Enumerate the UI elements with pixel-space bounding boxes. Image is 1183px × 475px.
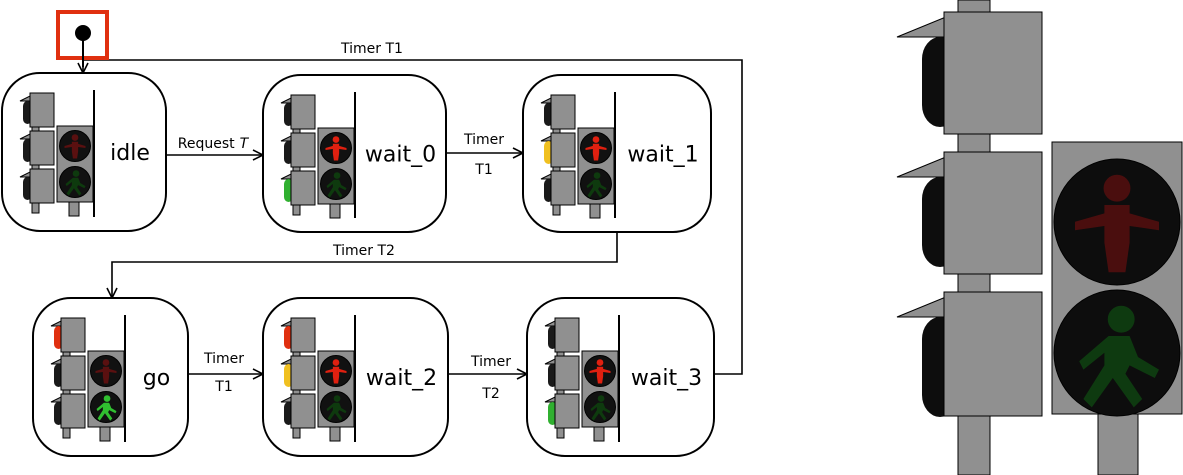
pedestrian-traffic-light-icon bbox=[581, 350, 619, 442]
big-traffic-light-illustration bbox=[896, 0, 1183, 475]
state-label: wait_1 bbox=[627, 143, 698, 168]
transition-label: Timer bbox=[463, 132, 504, 148]
car-traffic-light-icon bbox=[540, 94, 576, 216]
pedestrian-traffic-light-icon bbox=[1051, 141, 1183, 475]
state-label: go bbox=[143, 366, 170, 391]
state-wait-2: wait_2 bbox=[262, 297, 449, 457]
transition-arrow-wait1-go bbox=[112, 232, 618, 298]
transition-label: T1 bbox=[474, 162, 492, 178]
car-traffic-light-icon bbox=[896, 0, 1043, 475]
pedestrian-traffic-light-icon bbox=[87, 350, 125, 442]
pedestrian-traffic-light-icon bbox=[317, 350, 355, 442]
initial-state-marker bbox=[75, 25, 91, 41]
pedestrian-traffic-light-icon bbox=[56, 125, 94, 217]
car-traffic-light-icon bbox=[19, 92, 55, 214]
transition-label: T2 bbox=[481, 386, 499, 402]
state-go: go bbox=[32, 297, 189, 457]
car-traffic-light-icon bbox=[280, 94, 316, 216]
transition-label: Timer T2 bbox=[332, 243, 395, 259]
state-label: wait_3 bbox=[631, 366, 702, 391]
state-wait-1: wait_1 bbox=[522, 74, 712, 233]
state-idle: idle bbox=[1, 72, 167, 232]
transition-label: Timer T1 bbox=[340, 41, 403, 57]
transition-label: Timer bbox=[203, 351, 244, 367]
state-label: wait_2 bbox=[366, 366, 437, 391]
car-traffic-light-icon bbox=[544, 317, 580, 439]
state-label: idle bbox=[110, 141, 150, 166]
state-wait-0: wait_0 bbox=[262, 74, 447, 233]
state-label: wait_0 bbox=[365, 143, 436, 168]
pedestrian-traffic-light-icon bbox=[317, 127, 355, 219]
car-traffic-light-icon bbox=[280, 317, 316, 439]
car-traffic-light-icon bbox=[50, 317, 86, 439]
transition-label: Timer bbox=[470, 354, 511, 370]
state-wait-3: wait_3 bbox=[526, 297, 715, 457]
transition-label: T1 bbox=[214, 379, 232, 395]
pedestrian-traffic-light-icon bbox=[577, 127, 615, 219]
